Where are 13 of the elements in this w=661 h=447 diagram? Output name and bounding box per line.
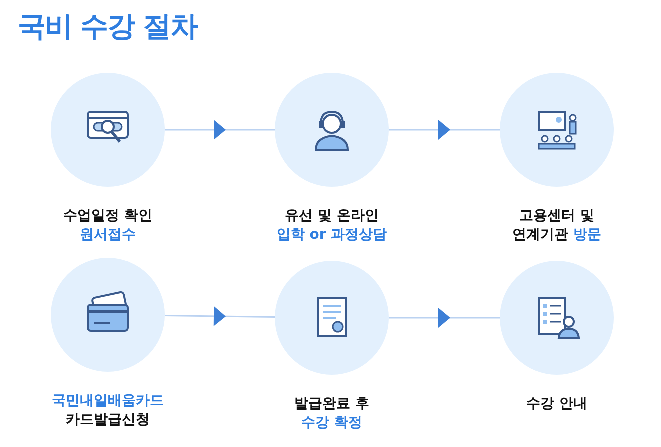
step-label: 수강 안내	[526, 396, 588, 412]
step-label: 발급완료 후	[294, 396, 370, 412]
step-label: 연계기관	[512, 227, 569, 243]
step-label: 입학 or 과정상담	[276, 227, 388, 243]
step-label: 원서접수	[80, 227, 136, 243]
step-label: 고용센터 및	[520, 208, 594, 224]
step-label: 방문	[572, 227, 602, 243]
step-label: 수강 확정	[302, 415, 362, 431]
step-label: 국민내일배움카드	[52, 393, 164, 409]
title: 국비 수강 절차	[18, 9, 198, 45]
step-label: 유선 및 온라인	[285, 208, 379, 224]
step-label: 카드발급신청	[66, 412, 150, 428]
step-label: 수업일정 확인	[64, 208, 152, 224]
